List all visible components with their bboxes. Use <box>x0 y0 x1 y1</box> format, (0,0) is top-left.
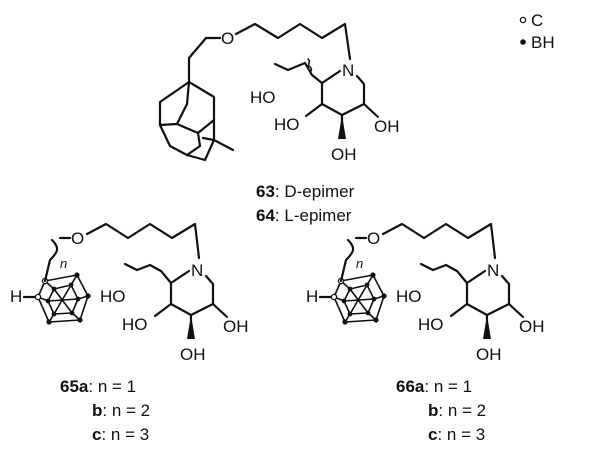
carborane-cage-66 <box>330 272 387 325</box>
series-65-c: c: n = 3 <box>92 425 149 444</box>
series-65-a: 65a: n = 1 <box>60 377 136 396</box>
c5-hydroxyl: OH <box>374 117 400 136</box>
ether-oxygen-65: O <box>71 229 84 248</box>
c3-hydroxyl: HO <box>274 115 300 134</box>
c4-hydroxyl-66: OH <box>476 345 502 364</box>
carborane-h-66: H <box>306 287 318 306</box>
n-subscript-65: n <box>60 256 67 271</box>
hydroxymethyl-oh: HO <box>250 88 276 107</box>
ether-oxygen: O <box>221 29 234 48</box>
c3-hydroxyl-66: HO <box>418 315 444 334</box>
series-66-labels: 66a: n = 1 b: n = 2 c: n = 3 <box>396 377 486 444</box>
ether-oxygen-66: O <box>367 229 380 248</box>
carborane-structure-66: H n O N HO HO <box>306 222 545 364</box>
ring-nitrogen-66: N <box>487 261 499 280</box>
carbon-legend-marker <box>519 16 527 24</box>
c5-hydroxyl-65: OH <box>223 317 249 336</box>
series-66-a: 66a: n = 1 <box>396 377 472 396</box>
carbon-legend-label: C <box>531 11 543 30</box>
c4-hydroxyl-65: OH <box>180 345 206 364</box>
n-subscript-66: n <box>356 256 363 271</box>
compound-63-label: 63: D-epimer <box>256 182 355 201</box>
piperidine-ring <box>273 58 380 139</box>
boron-legend-marker <box>520 39 526 45</box>
series-65-labels: 65a: n = 1 b: n = 2 c: n = 3 <box>60 377 150 444</box>
pentyl-chain <box>234 22 352 61</box>
ring-nitrogen-65: N <box>191 261 203 280</box>
c5-hydroxyl-66: OH <box>519 317 545 336</box>
series-65-b: b: n = 2 <box>92 401 150 420</box>
c4-hydroxyl: OH <box>331 145 357 164</box>
carborane-cage-65 <box>34 272 91 325</box>
compound-64-label: 64: L-epimer <box>256 206 352 225</box>
boron-legend-label: BH <box>531 33 555 52</box>
carborane-structure-65: H n O N HO HO <box>10 222 249 364</box>
legend: C BH <box>519 11 555 52</box>
c3-hydroxyl-65: HO <box>122 315 148 334</box>
adamantane-cage <box>158 80 235 162</box>
epimer-labels: 63: D-epimer 64: L-epimer <box>256 182 355 225</box>
carborane-h-65: H <box>10 287 22 306</box>
hydroxymethyl-oh-66: HO <box>396 287 422 306</box>
ring-nitrogen: N <box>342 61 354 80</box>
hydroxymethyl-oh-65: HO <box>100 287 126 306</box>
linker-bond <box>187 36 222 84</box>
series-66-c: c: n = 3 <box>428 425 485 444</box>
adamantyl-iminosugar-structure: O N HO HO OH OH <box>158 22 400 164</box>
series-66-b: b: n = 2 <box>428 401 486 420</box>
